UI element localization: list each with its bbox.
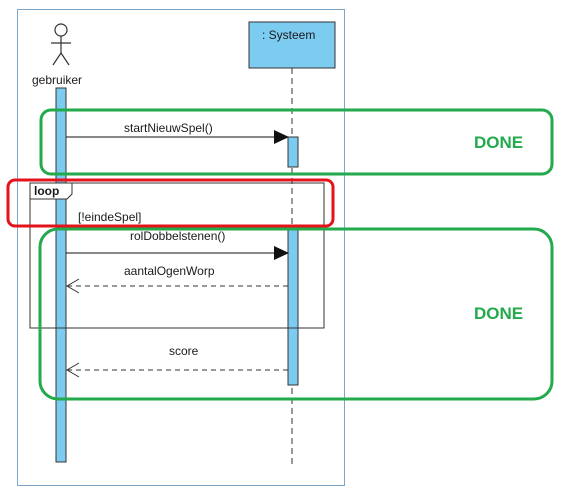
system-activation-bar-1 — [287, 136, 299, 168]
system-activation-bar-2 — [287, 227, 299, 386]
done-label-top: DONE — [474, 133, 524, 152]
loop-highlight-red — [6, 178, 335, 228]
message-arrowhead-startnieuwspel — [274, 130, 289, 144]
loop-fragment-tab — [29, 182, 73, 200]
done-highlight-top — [39, 108, 554, 176]
loop-guard: [!eindeSpel] — [78, 210, 142, 224]
return-arrowhead-aantalogenworp — [66, 278, 80, 294]
message-label-aantalogenworp: aantalOgenWorp — [124, 264, 215, 278]
message-arrowhead-roldobbelstenen — [274, 246, 289, 260]
system-label: : Systeem — [262, 28, 316, 42]
actor-label: gebruiker — [32, 73, 83, 87]
loop-fragment — [29, 182, 325, 329]
message-label-startnieuwspel: startNieuwSpel() — [124, 121, 213, 135]
done-label-bottom: DONE — [474, 304, 524, 323]
loop-label: loop — [34, 184, 60, 198]
actor-activation-bar — [55, 87, 67, 463]
system-box — [248, 21, 336, 69]
actor-icon — [51, 23, 71, 66]
message-label-roldobbelstenen: rolDobbelstenen() — [130, 229, 226, 243]
message-label-score: score — [169, 344, 199, 358]
diagram-frame — [17, 9, 345, 486]
done-highlight-bottom — [38, 227, 554, 401]
return-arrowhead-score — [66, 362, 80, 378]
